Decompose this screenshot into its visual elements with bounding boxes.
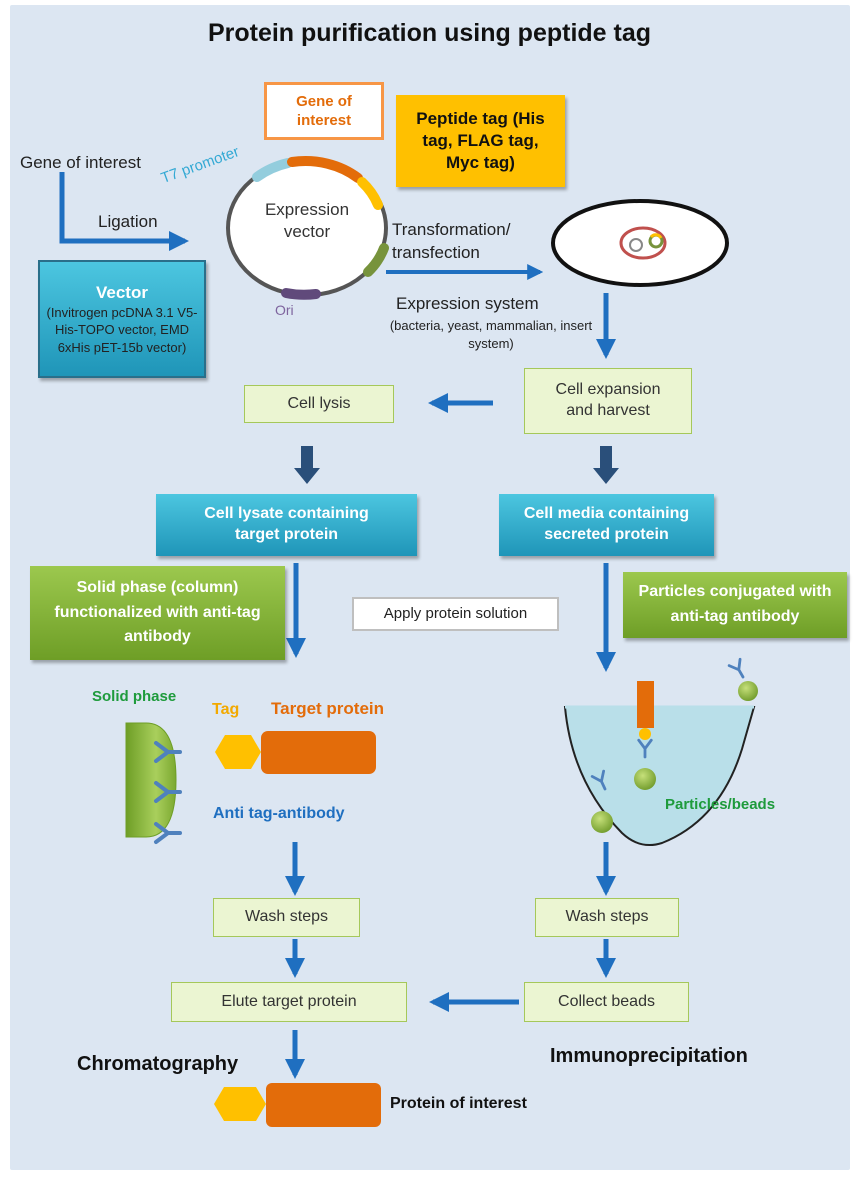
- solid-phase-label: Solid phase: [92, 688, 177, 705]
- solid-phase-box: Solid phase (column) functionalized with…: [30, 566, 285, 660]
- plasmid-diagram: [226, 156, 389, 300]
- chromatography-label: Chromatography: [77, 1053, 239, 1075]
- particles-beads-label: Particles/beads: [665, 796, 776, 813]
- elute-box: Elute target protein: [171, 982, 407, 1022]
- collect-beads-box: Collect beads: [524, 982, 689, 1022]
- protein-of-interest-label: Protein of interest: [390, 1095, 527, 1112]
- particles-box: Particles conjugated with anti-tag antib…: [623, 572, 847, 638]
- arrow-lysis-to-lysate: [294, 446, 320, 484]
- tag-label: Tag: [212, 701, 240, 718]
- ip-tube-illustration: [563, 657, 758, 846]
- gene-of-interest-label: Gene of interest: [20, 153, 141, 172]
- vector-box: Vector (Invitrogen pcDNA 3.1 V5-His-TOPO…: [38, 260, 206, 378]
- solid-phase-illustration: [125, 722, 376, 844]
- vector-title: Vector: [96, 282, 148, 302]
- anti-tag-antibody-label: Anti tag-antibody: [213, 805, 345, 822]
- arrow-expansion-to-media: [593, 446, 619, 484]
- ligation-label: Ligation: [98, 212, 158, 231]
- ligation-arrow: [59, 172, 189, 251]
- vector-desc: (Invitrogen pcDNA 3.1 V5-His-TOPO vector…: [46, 304, 198, 355]
- protein-of-interest-illustration: [214, 1083, 381, 1127]
- peptide-tag-box: Peptide tag (His tag, FLAG tag, Myc tag): [396, 95, 565, 187]
- host-cell: [551, 199, 729, 287]
- expression-system-desc: (bacteria, yeast, mammalian, insert syst…: [389, 318, 593, 351]
- cell-lysis-box: Cell lysis: [244, 385, 394, 423]
- cell-expansion-box: Cell expansion and harvest: [524, 368, 692, 434]
- chrom-wash-box: Wash steps: [213, 898, 360, 937]
- cell-media-box: Cell media containing secreted protein: [499, 494, 714, 556]
- target-protein-label: Target protein: [271, 699, 385, 718]
- immunoprecipitation-label: Immunoprecipitation: [550, 1045, 748, 1067]
- diagram-title: Protein purification using peptide tag: [207, 19, 652, 47]
- ip-wash-box: Wash steps: [535, 898, 679, 937]
- gene-of-interest-box: Gene of interest: [264, 82, 384, 140]
- transformation-label: Transformation/ transfection: [392, 220, 511, 262]
- cell-lysate-box: Cell lysate containing target protein: [156, 494, 417, 556]
- apply-solution-box: Apply protein solution: [352, 597, 559, 631]
- expression-vector-label: Expression vector: [264, 199, 350, 241]
- ori-label: Ori: [275, 302, 294, 318]
- expression-system-label: Expression system: [396, 294, 539, 313]
